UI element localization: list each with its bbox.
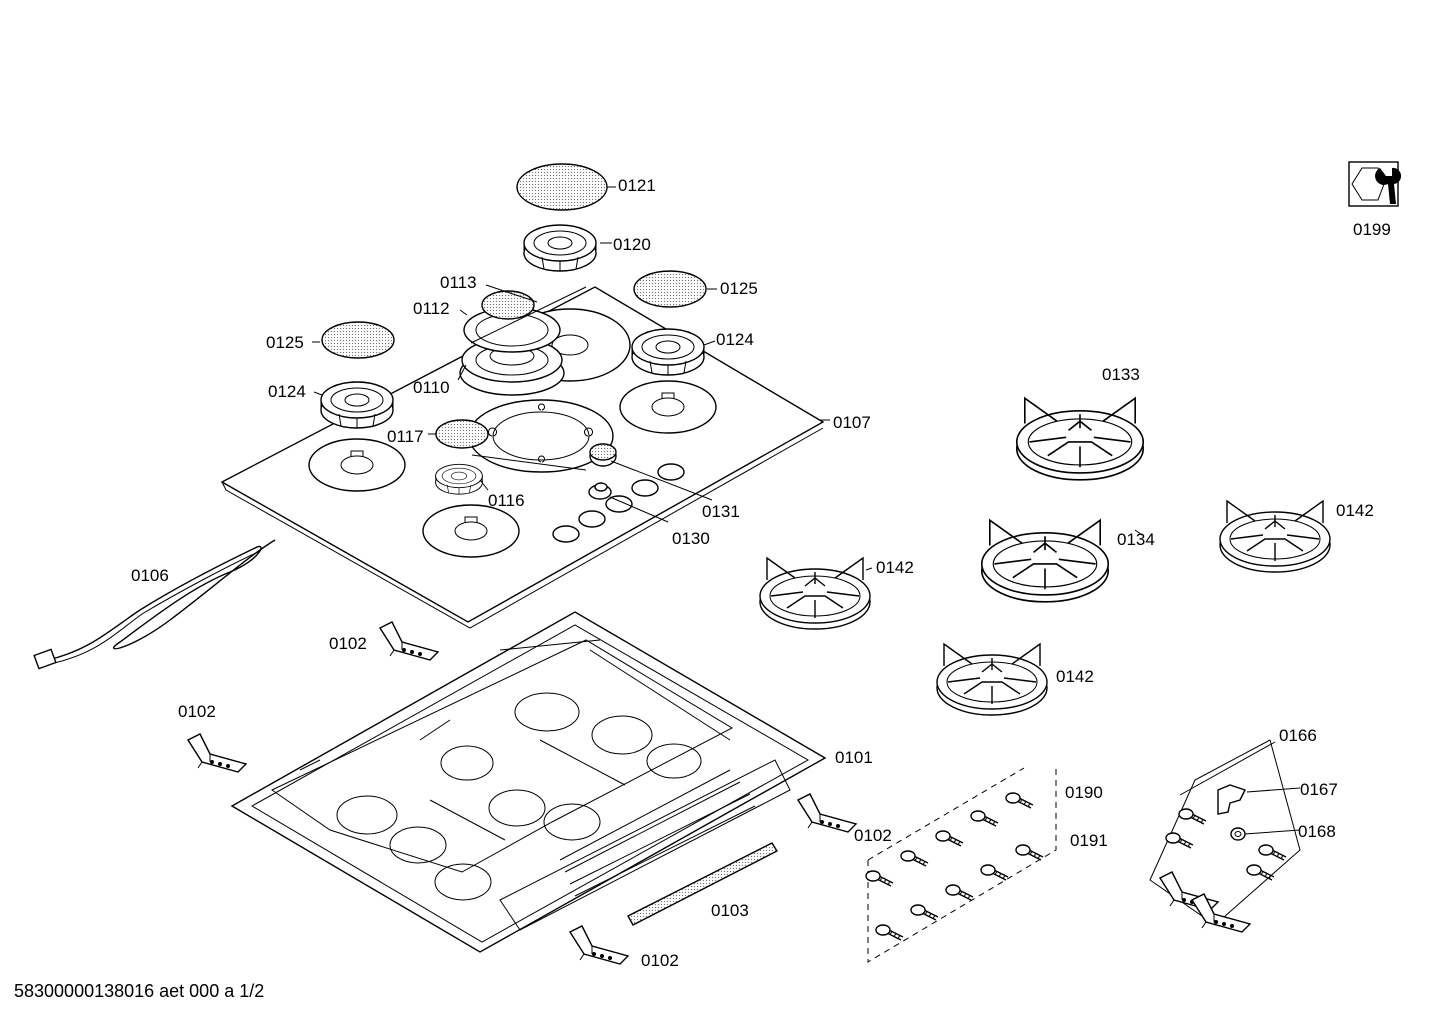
label-0125-right: 0125	[720, 279, 758, 298]
burner-caps	[321, 163, 707, 449]
label-0199: 0199	[1353, 220, 1391, 239]
knob-holes	[552, 443, 713, 543]
label-0130: 0130	[672, 529, 710, 548]
label-0120: 0120	[613, 235, 651, 254]
label-0116: 0116	[488, 491, 525, 510]
label-0168: 0168	[1298, 822, 1336, 841]
label-0142-bottom: 0142	[1056, 667, 1094, 686]
label-0190: 0190	[1065, 783, 1103, 802]
label-0102-b: 0102	[178, 702, 216, 721]
label-0113: 0113	[440, 273, 477, 292]
label-0191: 0191	[1070, 831, 1108, 850]
tray-vents	[336, 692, 702, 901]
leader-lines	[312, 186, 1143, 571]
label-0131: 0131	[702, 502, 740, 521]
label-0142-right: 0142	[1336, 501, 1374, 520]
label-0102-a: 0102	[329, 634, 367, 653]
label-0167: 0167	[1300, 780, 1338, 799]
label-0134: 0134	[1117, 530, 1155, 549]
label-0117: 0117	[387, 427, 424, 446]
label-0125-left: 0125	[266, 333, 304, 352]
label-0101: 0101	[835, 748, 873, 767]
label-0112: 0112	[413, 299, 450, 318]
label-0107: 0107	[833, 413, 871, 432]
screw-sets	[865, 765, 1057, 963]
label-0106: 0106	[131, 566, 169, 585]
label-0103: 0103	[711, 901, 749, 920]
label-0121: 0121	[618, 176, 656, 195]
document-footer: 58300000138016 aet 000 a 1/2	[14, 981, 265, 1001]
base-tray	[230, 611, 827, 953]
label-0102-c: 0102	[854, 826, 892, 845]
seal-strip	[627, 842, 778, 926]
wrench-nut-icon	[1348, 161, 1402, 207]
label-0124-right: 0124	[716, 330, 754, 349]
label-0110: 0110	[413, 378, 450, 397]
fitting-kit	[1149, 739, 1301, 933]
label-0166: 0166	[1279, 726, 1317, 745]
pan-supports	[759, 397, 1331, 716]
label-0124-left: 0124	[268, 382, 306, 401]
label-0102-d: 0102	[641, 951, 679, 970]
label-0142-left: 0142	[876, 558, 914, 577]
tray-perforations	[559, 769, 756, 897]
wok-burner	[459, 286, 587, 471]
label-0133: 0133	[1102, 365, 1140, 384]
power-cable	[33, 539, 276, 670]
